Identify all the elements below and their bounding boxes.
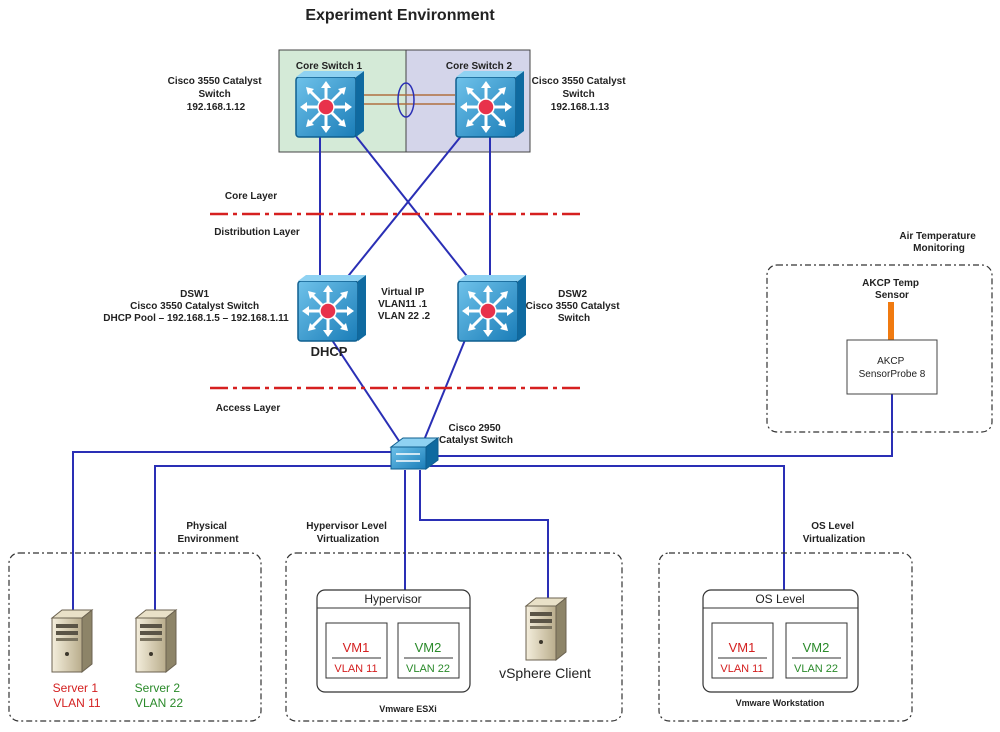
hypervisor-vm2-vlan: VLAN 22 [406,663,450,675]
server-1-icon [51,609,93,673]
sensorprobe-label: AKCP SensorProbe 8 [859,356,926,380]
link-access-vsphere [419,470,549,598]
virtual-ip-info: Virtual IP VLAN11 .1 VLAN 22 .2 [378,287,431,322]
link-access-server2 [154,465,400,612]
hypervisor-level-zone [285,552,623,722]
os-vm1-name: VM1 [729,640,756,655]
os-vm1-box [711,622,774,679]
core-switch-2-label: Core Switch 2 [446,61,513,72]
page-title: Experiment Environment [305,7,495,24]
hypervisor-vm1-name: VM1 [343,640,370,655]
os-vm2-name: VM2 [803,640,830,655]
core-switch-1-info: Cisco 3550 Catalyst Switch 192.168.1.12 [168,76,265,113]
sensorprobe-box [846,339,938,395]
server-2-label: Server 2 VLAN 22 [135,681,184,710]
link-access-sensorprobe [432,394,893,457]
dsw2-info: DSW2 Cisco 3550 Catalyst Switch [526,289,623,324]
hypervisor-vm1-box [325,622,388,679]
vsphere-client-label: vSphere Client [499,665,591,681]
core-switch-2-icon [454,69,526,139]
vmware-esxi-label: Vmware ESXi [379,704,437,714]
os-vm2-vlan: VLAN 22 [794,663,838,675]
link-access-os-level [430,465,785,590]
core-switch-2-info: Cisco 3550 Catalyst Switch 192.168.1.13 [532,76,629,113]
core-layer-label: Core Layer [225,191,277,202]
monitoring-title: Air Temperature Monitoring [899,231,978,254]
core-switch-1-label: Core Switch 1 [296,61,363,72]
network-links [72,134,893,612]
hypervisor-vm2-name: VM2 [415,640,442,655]
os-level-title: OS Level Virtualization [803,521,866,545]
os-vm2-box [785,622,848,679]
dsw2-icon [456,273,528,343]
link-access-server1 [72,451,395,612]
hypervisor-vm1-vlan: VLAN 11 [334,663,377,675]
core-switch-1-icon [294,69,366,139]
vmware-workstation-label: Vmware Workstation [736,698,825,708]
physical-environment-zone [8,552,262,722]
access-switch-info: Cisco 2950 Catalyst Switch [439,423,513,446]
akcp-sensor-label: AKCP Temp Sensor [862,278,922,301]
temperature-sensor-icon [888,302,894,340]
etherchannel-link [358,82,455,118]
server-2-icon [135,609,177,673]
server-1-label: Server 1 VLAN 11 [53,681,102,710]
hypervisor-level-title: Hypervisor Level Virtualization [306,521,389,545]
link-dsw2-access [419,339,466,451]
access-switch-icon [389,437,440,470]
access-layer-label: Access Layer [216,403,281,414]
dhcp-label: DHCP [311,344,348,359]
hypervisor-box-label: Hypervisor [364,592,421,606]
vsphere-client-icon [525,597,567,661]
link-core2-dsw1 [344,134,463,281]
link-core1-dsw2 [354,134,471,281]
physical-environment-title: Physical Environment [177,521,239,545]
hypervisor-vm2-box [397,622,460,679]
distribution-layer-label: Distribution Layer [214,227,300,238]
os-level-zone [658,552,913,722]
layer-separators [210,212,580,390]
monitoring-zone [766,264,993,433]
os-vm1-vlan: VLAN 11 [720,663,763,675]
dsw1-icon [296,273,368,343]
link-dsw1-access [331,339,406,451]
dsw1-info: DSW1 Cisco 3550 Catalyst Switch DHCP Poo… [103,289,289,324]
os-level-box-label: OS Level [755,592,804,606]
